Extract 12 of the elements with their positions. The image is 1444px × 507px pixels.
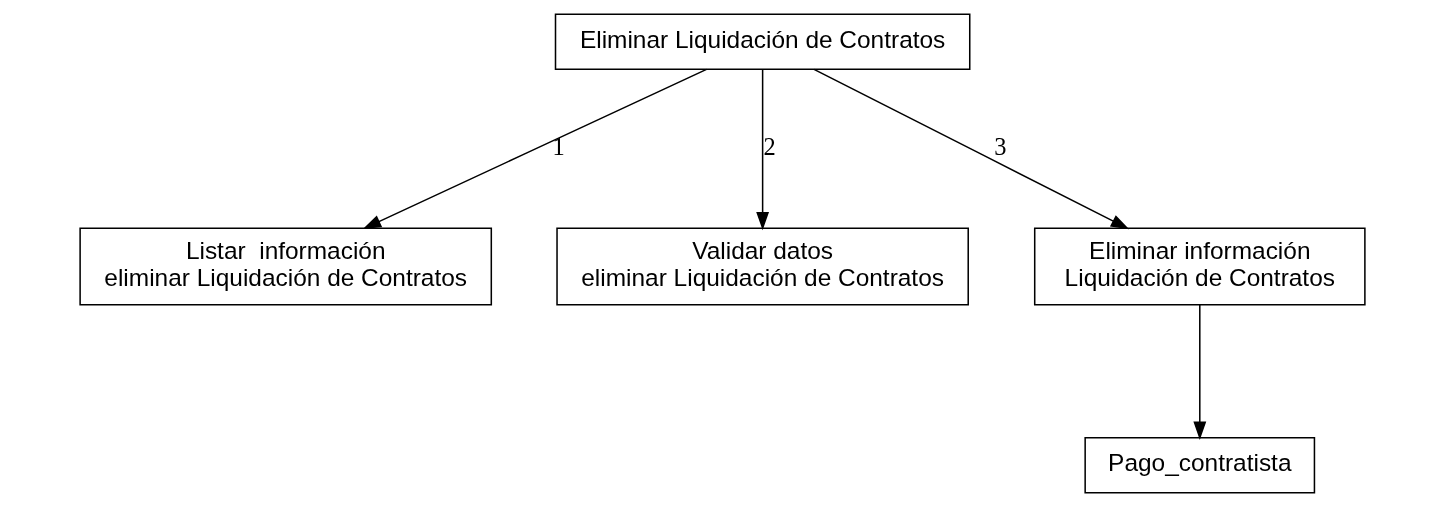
arrow [755, 68, 769, 231]
node-box: Validar datos eliminar Liquidación de Contratos [555, 227, 969, 306]
arrow [812, 68, 1129, 230]
node-box: Pago_contratista [1083, 436, 1315, 494]
node-box: Eliminar información Liquidación de Contratos [1033, 227, 1366, 306]
edge-label: 2 [762, 132, 776, 160]
arrow [362, 68, 707, 230]
node-box: Eliminar Liquidación de Contratos [554, 13, 970, 71]
node-box: Listar información eliminar Liquidación de Contratos [78, 227, 492, 306]
edge-label: 3 [993, 132, 1006, 160]
arrow [1192, 304, 1206, 440]
edge-label: 1 [551, 132, 565, 160]
